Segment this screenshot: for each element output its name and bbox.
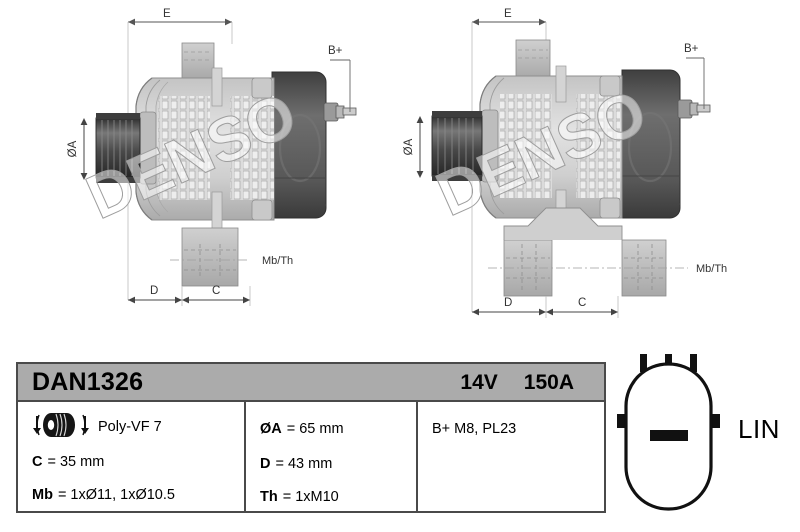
spec-row-th: Th = 1xM10 xyxy=(260,480,416,513)
dimension-c-label: C xyxy=(578,297,586,309)
b-plus-leader xyxy=(686,57,705,109)
b-plus-leader xyxy=(330,59,351,112)
spec-column-pulley: Poly-VF 7 C = 35 mm Mb = 1xØ11, 1xØ10.5 xyxy=(18,402,246,511)
pulley xyxy=(431,111,483,181)
spec-value-d: = 43 mm xyxy=(275,455,333,472)
rear-cover xyxy=(271,71,327,219)
spec-label-diameter-a: ØA xyxy=(260,421,282,437)
spec-row-mb: Mb = 1xØ11, 1xØ10.5 xyxy=(32,478,244,511)
spec-value-mb: = 1xØ11, 1xØ10.5 xyxy=(57,486,175,503)
top-mount-ear xyxy=(515,39,551,79)
part-number: DAN1326 xyxy=(32,367,144,396)
mount-bridge xyxy=(503,207,623,240)
lin-connector-icon xyxy=(617,354,720,511)
spec-table: DAN1326 14V 150A xyxy=(16,362,606,513)
dimension-e-label: E xyxy=(504,8,512,20)
spec-column-terminal: B+ M8, PL23 xyxy=(418,402,604,511)
spec-label-c: C xyxy=(32,453,43,470)
spec-label-d: D xyxy=(260,455,271,472)
pulley-row: Poly-VF 7 xyxy=(32,409,244,445)
pulley-type-label: Poly-VF 7 xyxy=(98,419,162,435)
spec-row-diameter-a: ØA = 65 mm xyxy=(260,409,416,447)
voltage-value: 14V xyxy=(460,370,498,394)
dimension-d-label: D xyxy=(504,297,512,309)
dimension-e-label: E xyxy=(163,8,171,20)
pulley-icon xyxy=(32,410,90,444)
alternator-front-view: E B+ xyxy=(0,0,400,348)
dimension-d-label: D xyxy=(150,285,158,297)
dimension-d-c xyxy=(472,296,619,318)
cooling-fins-left xyxy=(500,94,552,198)
spec-table-header: DAN1326 14V 150A xyxy=(18,364,604,402)
spec-value-diameter-a: = 65 mm xyxy=(286,421,344,437)
diameter-a-label: ØA xyxy=(67,140,79,157)
pulley xyxy=(95,113,141,183)
mount-thread-label: Mb/Th xyxy=(262,255,293,267)
b-plus-label: B+ xyxy=(328,45,343,57)
spec-column-dimensions: ØA = 65 mm D = 43 mm Th = 1xM10 xyxy=(246,402,418,511)
connector-diagram: LIN xyxy=(612,352,800,522)
alternator-side-view: E B+ xyxy=(400,0,800,348)
spec-label-th: Th xyxy=(260,488,278,505)
spec-row-d: D = 43 mm xyxy=(260,447,416,480)
cooling-fins-right xyxy=(230,96,274,200)
diameter-a-label: ØA xyxy=(403,138,415,155)
b-plus-terminal xyxy=(323,102,357,122)
cooling-fins-left xyxy=(158,96,210,200)
b-plus-terminal xyxy=(677,99,711,119)
spec-row-c: C = 35 mm xyxy=(32,445,244,478)
cooling-fins-right xyxy=(576,94,620,198)
mount-thread-label: Mb/Th xyxy=(696,263,727,275)
spec-table-body: Poly-VF 7 C = 35 mm Mb = 1xØ11, 1xØ10.5 … xyxy=(18,402,604,511)
current-value: 150A xyxy=(523,370,574,394)
dimension-diameter-a xyxy=(80,118,88,180)
spec-value-c: = 35 mm xyxy=(47,453,105,470)
terminal-spec-value: B+ M8, PL23 xyxy=(432,421,517,437)
dimension-d-c xyxy=(128,286,251,306)
spec-value-th: = 1xM10 xyxy=(282,488,339,505)
lin-label: LIN xyxy=(738,414,780,444)
dimension-diameter-a xyxy=(416,116,424,178)
dimension-c-label: C xyxy=(212,285,220,297)
b-plus-label: B+ xyxy=(684,43,699,55)
top-mount-ear xyxy=(181,42,215,80)
spec-label-mb: Mb xyxy=(32,486,53,503)
rear-cover xyxy=(621,69,681,219)
spec-row-terminal: B+ M8, PL23 xyxy=(432,409,604,447)
bottom-mount-foot xyxy=(181,227,239,287)
